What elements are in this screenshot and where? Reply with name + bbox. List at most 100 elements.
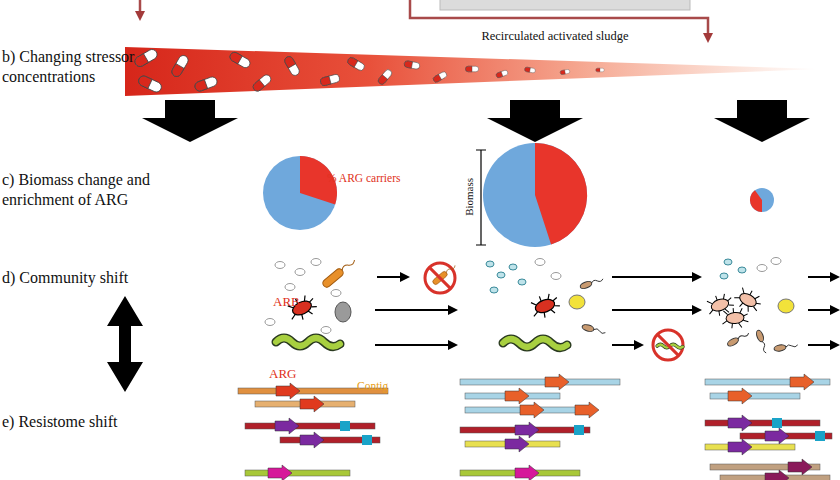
callout-label: ARG — [269, 366, 296, 382]
bacterial-community — [285, 284, 295, 291]
elimination-signs — [657, 334, 678, 355]
contigs — [245, 470, 350, 476]
antibiotic-pills — [404, 60, 420, 69]
elimination-signs — [429, 267, 450, 288]
bacterial-community — [276, 338, 340, 347]
bacterial-community — [509, 264, 517, 270]
antibiotic-pills — [596, 68, 604, 72]
contigs — [505, 436, 529, 452]
antibiotic-pills — [465, 66, 478, 72]
bacterial-community — [321, 327, 331, 334]
contigs — [340, 421, 350, 431]
bacterial-community — [721, 307, 749, 329]
bacterial-community — [335, 302, 351, 322]
bacterial-community — [569, 295, 585, 309]
contigs — [815, 431, 825, 441]
shift-arrows — [612, 344, 642, 346]
shift-arrows — [375, 309, 456, 311]
bacterial-community — [757, 265, 767, 272]
stressor-wedge — [125, 47, 820, 96]
flow-arrows — [142, 100, 238, 142]
antibiotic-pills — [524, 67, 535, 73]
axis-label: Biomass — [463, 167, 477, 227]
biomass-bracket — [476, 150, 486, 245]
antibiotic-pills — [133, 48, 159, 69]
bacterial-community — [331, 290, 341, 297]
biomass-pies — [263, 143, 774, 247]
bacterial-community — [724, 259, 732, 265]
bacterial-community — [778, 299, 794, 313]
antibiotic-pills — [320, 74, 341, 87]
bacterial-community — [518, 279, 526, 285]
antibiotic-pills — [194, 76, 219, 93]
antibiotic-pills — [346, 56, 365, 71]
contigs — [705, 420, 820, 426]
shift-arrows — [808, 344, 838, 346]
shift-arrows — [808, 276, 838, 278]
antibiotic-pills — [432, 71, 447, 83]
sludge-loop — [440, 0, 690, 10]
bacterial-community — [497, 272, 505, 278]
bacterial-community — [295, 269, 305, 276]
antibiotic-pills — [251, 73, 272, 93]
contigs — [765, 428, 789, 444]
bacterial-community — [581, 324, 606, 336]
contigs — [275, 418, 299, 434]
bacterial-community — [486, 261, 494, 267]
antibiotic-pills — [283, 55, 301, 77]
biomass-pies — [750, 188, 774, 212]
contigs — [772, 418, 782, 428]
contigs — [710, 393, 800, 399]
contigs — [790, 374, 814, 390]
contigs — [245, 423, 375, 429]
contigs — [300, 396, 324, 412]
contigs — [765, 470, 789, 480]
biomass-pies — [535, 143, 587, 245]
bacterial-community — [720, 273, 728, 279]
biomass-pies — [483, 143, 587, 247]
bacterial-community — [774, 342, 799, 352]
contigs — [574, 425, 584, 435]
bacterial-community — [321, 257, 357, 289]
bacterial-community — [528, 291, 562, 321]
double-arrow — [107, 296, 143, 392]
contigs — [515, 422, 539, 438]
bacterial-community — [732, 285, 765, 315]
bacterial-community — [490, 287, 498, 293]
contigs — [515, 465, 539, 480]
bacterial-community — [265, 319, 275, 326]
antibiotic-pills — [496, 70, 509, 79]
stressor-wedge — [125, 47, 820, 96]
biomass-bracket — [476, 150, 486, 245]
shift-arrows — [808, 309, 838, 311]
flow-arrows — [487, 100, 583, 142]
contigs — [728, 388, 752, 404]
panel-label: d) Community shift — [2, 268, 172, 288]
contigs — [238, 374, 832, 480]
panel-label: b) Changing stressor concentrations — [2, 47, 172, 87]
antibiotic-pills — [228, 51, 251, 70]
bacterial-community — [311, 259, 321, 266]
contigs — [505, 388, 529, 404]
bacterial-community — [771, 258, 781, 265]
contigs — [788, 459, 812, 475]
contigs — [362, 435, 372, 445]
panel-label: c) Biomass change and enrichment of ARG — [2, 170, 172, 210]
biomass-pies — [263, 156, 337, 230]
antibiotic-pills — [170, 54, 190, 78]
contigs — [460, 379, 620, 385]
flow-arrows — [142, 100, 810, 142]
contigs — [268, 465, 292, 480]
bacterial-community — [275, 262, 285, 269]
contigs — [728, 439, 752, 455]
sludge-loop — [139, 0, 142, 16]
bacterial-community — [503, 339, 567, 348]
contigs — [728, 415, 752, 431]
flow-label: Recirculated activated sludge — [455, 29, 655, 45]
biomass-pies — [750, 190, 762, 212]
shift-arrows — [612, 276, 700, 278]
contigs — [575, 402, 599, 418]
